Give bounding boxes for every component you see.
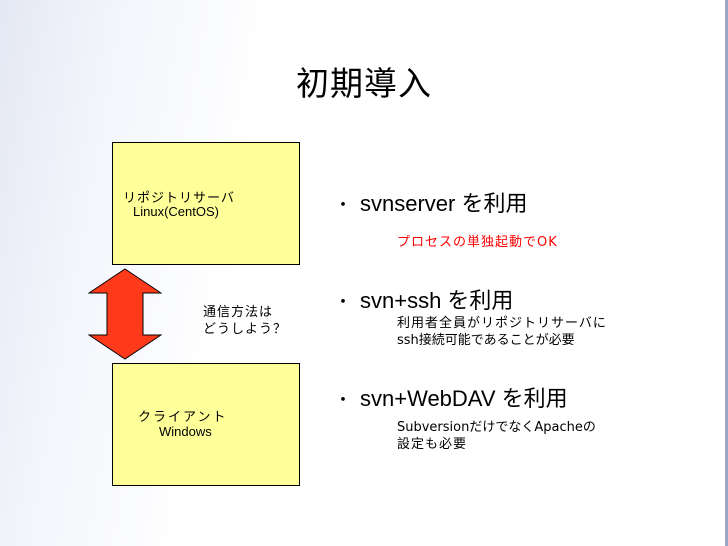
client-box-os: Windows: [159, 424, 212, 439]
double-arrow-icon: [88, 268, 162, 360]
server-box-os: Linux(CentOS): [133, 204, 219, 219]
bullet-dot: ・: [334, 292, 352, 313]
question-line-1: 通信方法は: [203, 305, 274, 320]
bullet-note: プロセスの単独起動でOK: [397, 235, 558, 250]
slide-edge: [725, 0, 728, 546]
bullet-svn-webdav: ・ svn+WebDAV を利用: [334, 386, 568, 414]
bullet-text: svnserver を利用: [360, 191, 528, 216]
bullet-text: svn+WebDAV を利用: [360, 386, 568, 411]
bullet-note: SubversionだけでなくApacheの: [397, 420, 596, 435]
repository-server-box: リポジトリサーバ Linux(CentOS): [112, 142, 300, 265]
bullet-note: ssh接続可能であることが必要: [397, 333, 575, 348]
question-line-2: どうしよう？: [203, 322, 288, 337]
slide-title: 初期導入: [296, 64, 432, 103]
bullet-note: 設定も必要: [397, 437, 468, 452]
bullet-dot: ・: [334, 195, 352, 216]
bullet-svnserve: ・ svnserver を利用: [334, 191, 527, 219]
client-box-label: クライアント: [138, 410, 228, 425]
bullet-dot: ・: [334, 390, 352, 411]
server-box-label: リポジトリサーバ: [123, 191, 235, 206]
bullet-text: svn+ssh を利用: [360, 288, 514, 313]
bullet-svn-ssh: ・ svn+ssh を利用: [334, 288, 513, 316]
client-box: クライアント Windows: [112, 363, 300, 486]
bullet-note: 利用者全員がリポジトリサーバに: [397, 316, 607, 331]
